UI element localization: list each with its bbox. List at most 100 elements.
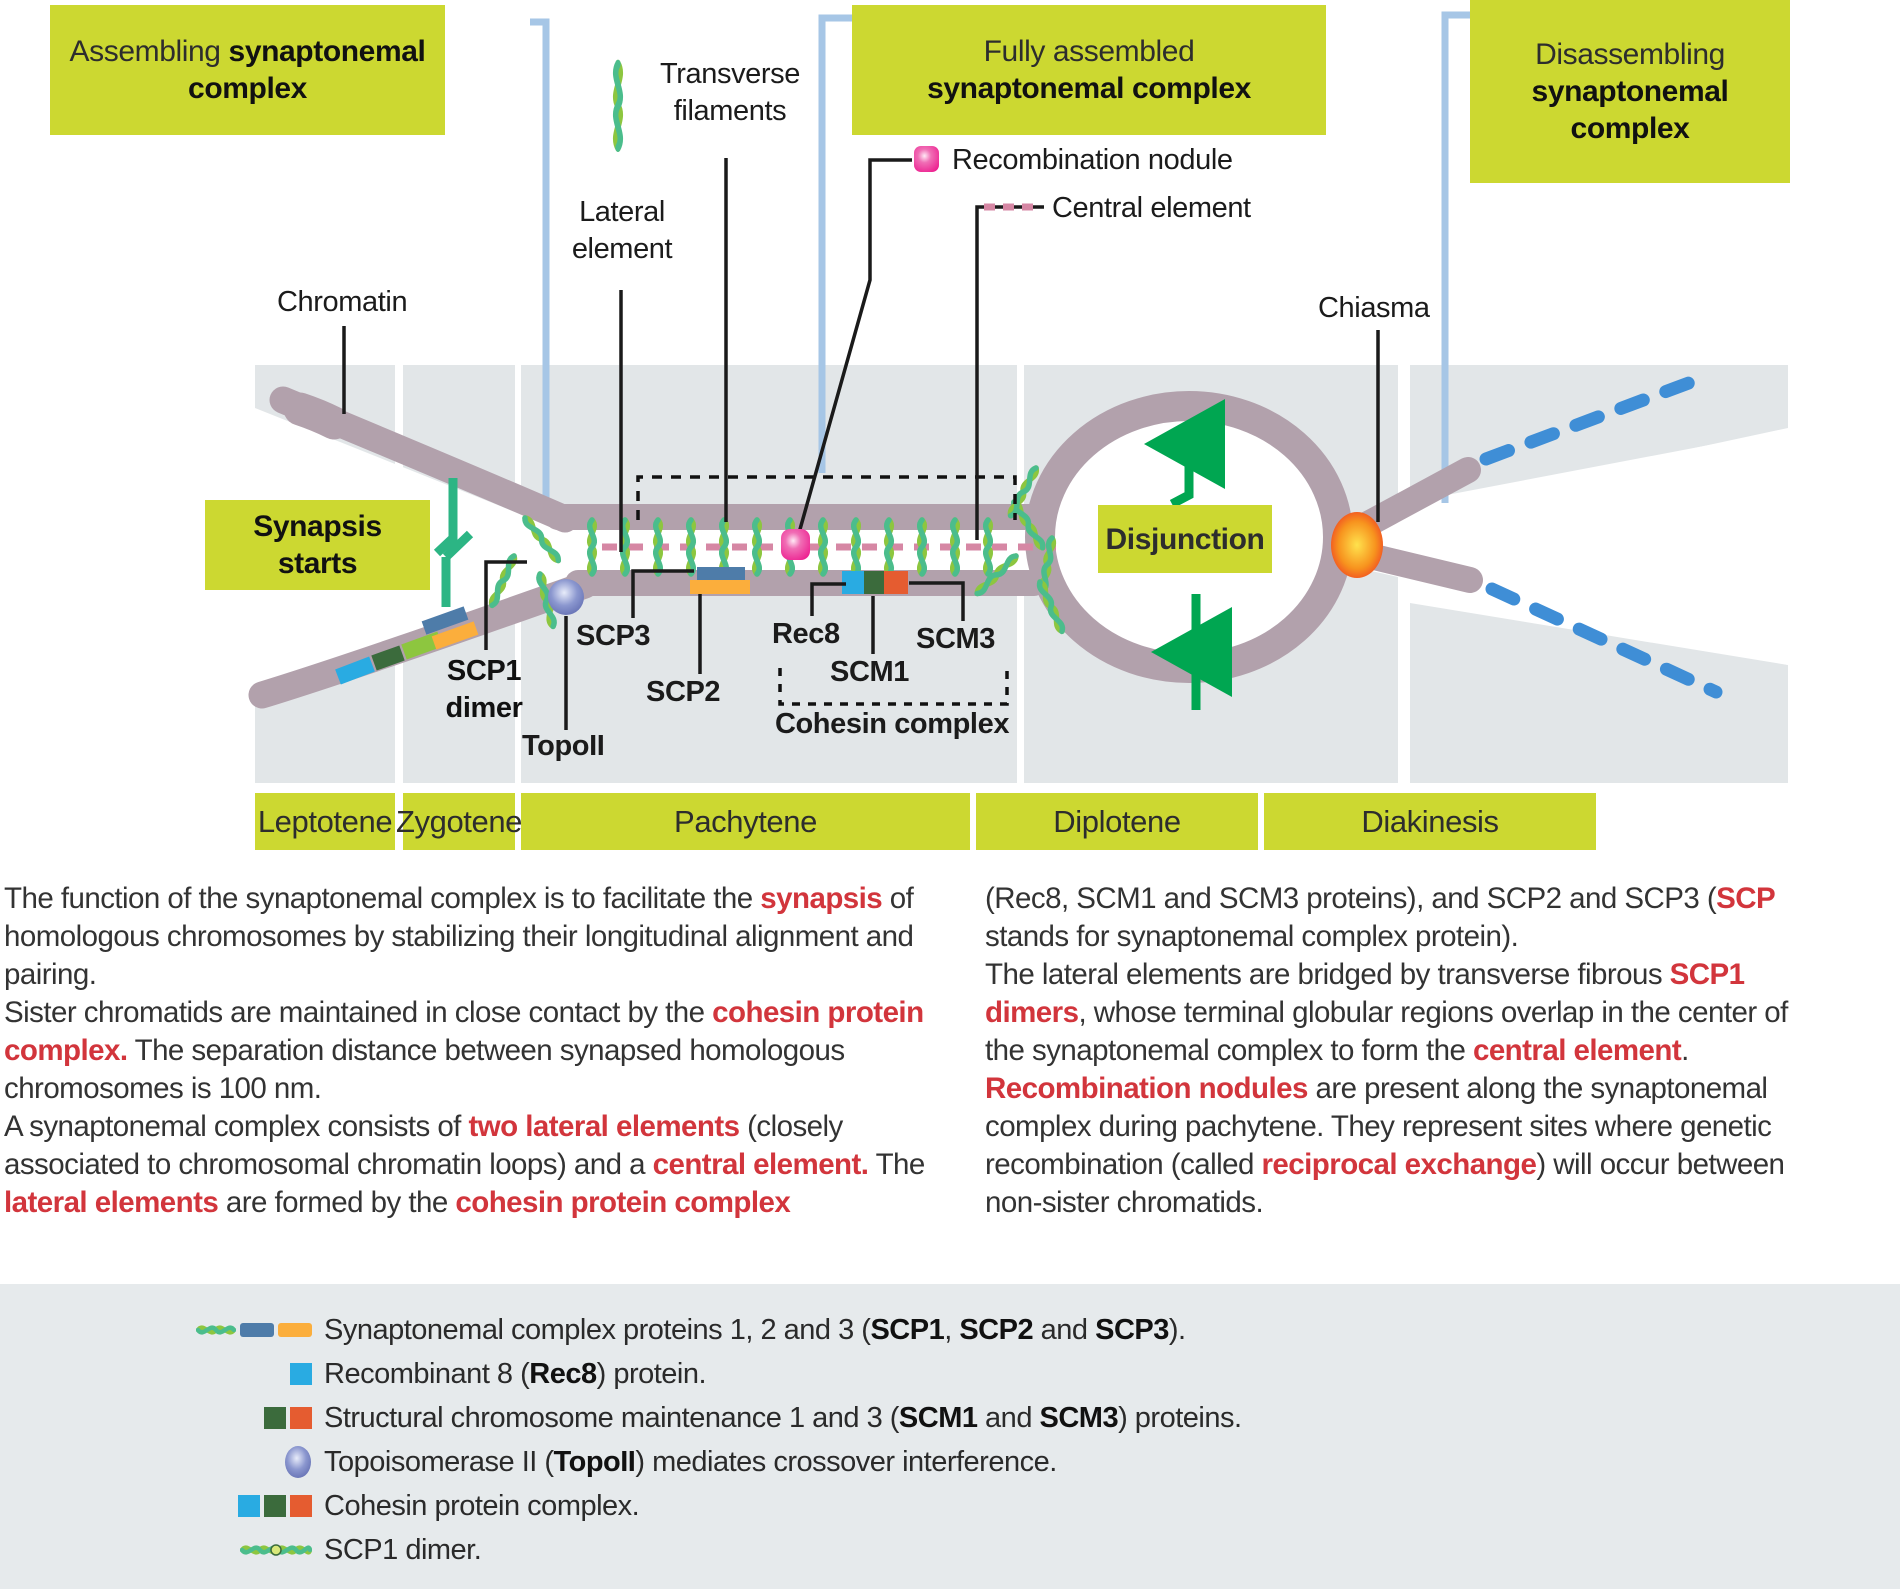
scm1-icon bbox=[264, 1407, 286, 1429]
body-text-right-column: (Rec8, SCM1 and SCM3 proteins), and SCP2… bbox=[985, 880, 1817, 1222]
scp2-bar-icon bbox=[278, 1323, 312, 1337]
fully-assembled-dashed-outline bbox=[636, 475, 1017, 520]
stage-pachytene-label: Pachytene bbox=[674, 803, 817, 839]
upper-right-arm-stub bbox=[1355, 457, 1481, 537]
paragraph: Sister chromatids are maintained in clos… bbox=[4, 996, 924, 1105]
recombination-nodule-pointer bbox=[795, 158, 912, 541]
scp1-dimer-icon bbox=[240, 1544, 312, 1556]
rec8-block bbox=[842, 571, 864, 594]
legend-panel: Synaptonemal complex proteins 1, 2 and 3… bbox=[0, 1284, 1900, 1589]
stage-diakinesis-label: Diakinesis bbox=[1361, 803, 1499, 839]
legend-row-scp1-dimer: SCP1 dimer. bbox=[0, 1530, 1900, 1570]
paragraph: Recombination nodules are present along … bbox=[985, 1072, 1785, 1219]
header-connectors bbox=[530, 11, 1471, 505]
lateral-bar-proteins bbox=[690, 567, 908, 594]
leptotene-arm-segments bbox=[335, 606, 479, 685]
stage-pachytene: Pachytene bbox=[521, 793, 970, 850]
fully-assembled-connector-line bbox=[818, 14, 852, 473]
rec8-icon bbox=[290, 1363, 312, 1385]
chiasma-blob bbox=[1331, 512, 1383, 578]
stage-zygotene: Zygotene bbox=[396, 793, 522, 850]
cohesin-scm1-icon bbox=[264, 1495, 286, 1517]
disjunction-up-arrow bbox=[1144, 399, 1225, 508]
green-arrows bbox=[433, 399, 1232, 710]
scm3-block bbox=[884, 571, 908, 594]
legend-row-scp-proteins: Synaptonemal complex proteins 1, 2 and 3… bbox=[0, 1310, 1900, 1350]
topoii-sphere bbox=[548, 579, 584, 615]
paragraph: The lateral elements are bridged by tran… bbox=[985, 958, 1788, 1067]
paragraph: The function of the synaptonemal complex… bbox=[4, 882, 914, 991]
stage-zygotene-label: Zygotene bbox=[395, 803, 523, 839]
scm3-label: SCM3 bbox=[916, 623, 995, 655]
legend-cohesin-text: Cohesin protein complex. bbox=[324, 1489, 640, 1522]
stage-leptotene-label: Leptotene bbox=[257, 803, 393, 839]
cohesin-scm3-icon bbox=[290, 1495, 312, 1517]
scp1-dimer-pointer bbox=[484, 560, 527, 650]
legend-scp1-dimer-text: SCP1 dimer. bbox=[324, 1533, 482, 1566]
paragraph: (Rec8, SCM1 and SCM3 proteins), and SCP2… bbox=[985, 882, 1776, 953]
recombination-nodule-label: Recombination nodule bbox=[952, 144, 1233, 176]
transverse-filaments-icon bbox=[616, 64, 621, 148]
scp1-twist-icon bbox=[196, 1325, 236, 1335]
scm3-icon bbox=[290, 1407, 312, 1429]
stage-diakinesis: Diakinesis bbox=[1264, 793, 1596, 850]
legend-scp-proteins-text: Synaptonemal complex proteins 1, 2 and 3… bbox=[324, 1313, 1186, 1346]
scm3-pointer bbox=[909, 581, 965, 621]
central-element-pointer bbox=[975, 205, 1044, 540]
disjunction-label: Disjunction bbox=[1105, 522, 1265, 556]
cohesin-complex-dashed-bracket bbox=[778, 668, 1009, 706]
scp3-pointer bbox=[631, 569, 694, 618]
lower-right-arm-stub bbox=[1357, 543, 1483, 593]
upper-dashed-chromatid bbox=[1479, 371, 1709, 466]
panel-diakinesis-upper bbox=[1410, 365, 1788, 502]
topoii-icon bbox=[285, 1446, 311, 1478]
topoii-label: TopoII bbox=[522, 730, 605, 762]
scm1-segment bbox=[371, 645, 405, 671]
chromatin-label: Chromatin bbox=[277, 286, 408, 318]
stage-leptotene: Leptotene bbox=[255, 793, 395, 850]
legend-row-cohesin: Cohesin protein complex. bbox=[0, 1486, 1900, 1526]
chromatin-bump-1 bbox=[283, 392, 351, 440]
paragraph: A synaptonemal complex consists of two l… bbox=[4, 1110, 925, 1219]
recombination-nodule-icon bbox=[914, 146, 939, 172]
scp3-label: SCP3 bbox=[576, 620, 651, 652]
legend-row-scm: Structural chromosome maintenance 1 and … bbox=[0, 1398, 1900, 1438]
scp2-arm-segment bbox=[431, 621, 479, 650]
legend-row-rec8: Recombinant 8 (Rec8) protein. bbox=[0, 1354, 1900, 1394]
cohesin-rec8-icon bbox=[238, 1495, 260, 1517]
assembling-connector-line bbox=[530, 18, 550, 505]
body-text-left-column: The function of the synaptonemal complex… bbox=[4, 880, 966, 1222]
disjunction-box: Disjunction bbox=[1098, 505, 1272, 573]
central-element-label: Central element bbox=[1052, 192, 1251, 224]
legend-rec8-text: Recombinant 8 (Rec8) protein. bbox=[324, 1357, 707, 1390]
chiasma-label: Chiasma bbox=[1318, 292, 1430, 324]
scm1-block bbox=[864, 571, 884, 594]
scp3-block bbox=[697, 567, 745, 581]
recombination-nodule bbox=[781, 529, 810, 560]
rec8-segment bbox=[335, 656, 375, 685]
scp3-arm-segment bbox=[421, 606, 469, 635]
stage-diplotene: Diplotene bbox=[976, 793, 1258, 850]
cohesin-complex-label: Cohesin complex bbox=[774, 708, 1010, 740]
lower-dashed-chromatid bbox=[1485, 582, 1723, 699]
scp3-bar-icon bbox=[240, 1323, 274, 1337]
stage-diplotene-label: Diplotene bbox=[1053, 803, 1181, 839]
rec8-label: Rec8 bbox=[772, 618, 840, 650]
legend-row-topoii: Topoisomerase II (TopoII) mediates cross… bbox=[0, 1442, 1900, 1482]
scp2-block bbox=[690, 580, 750, 594]
disjunction-down-arrow bbox=[1191, 594, 1214, 674]
panel-diakinesis-lower bbox=[1410, 603, 1788, 783]
disassembling-connector-line bbox=[1441, 11, 1471, 503]
legend-scm-text: Structural chromosome maintenance 1 and … bbox=[324, 1401, 1242, 1434]
synapsis-zigzag-arrow bbox=[433, 478, 474, 607]
